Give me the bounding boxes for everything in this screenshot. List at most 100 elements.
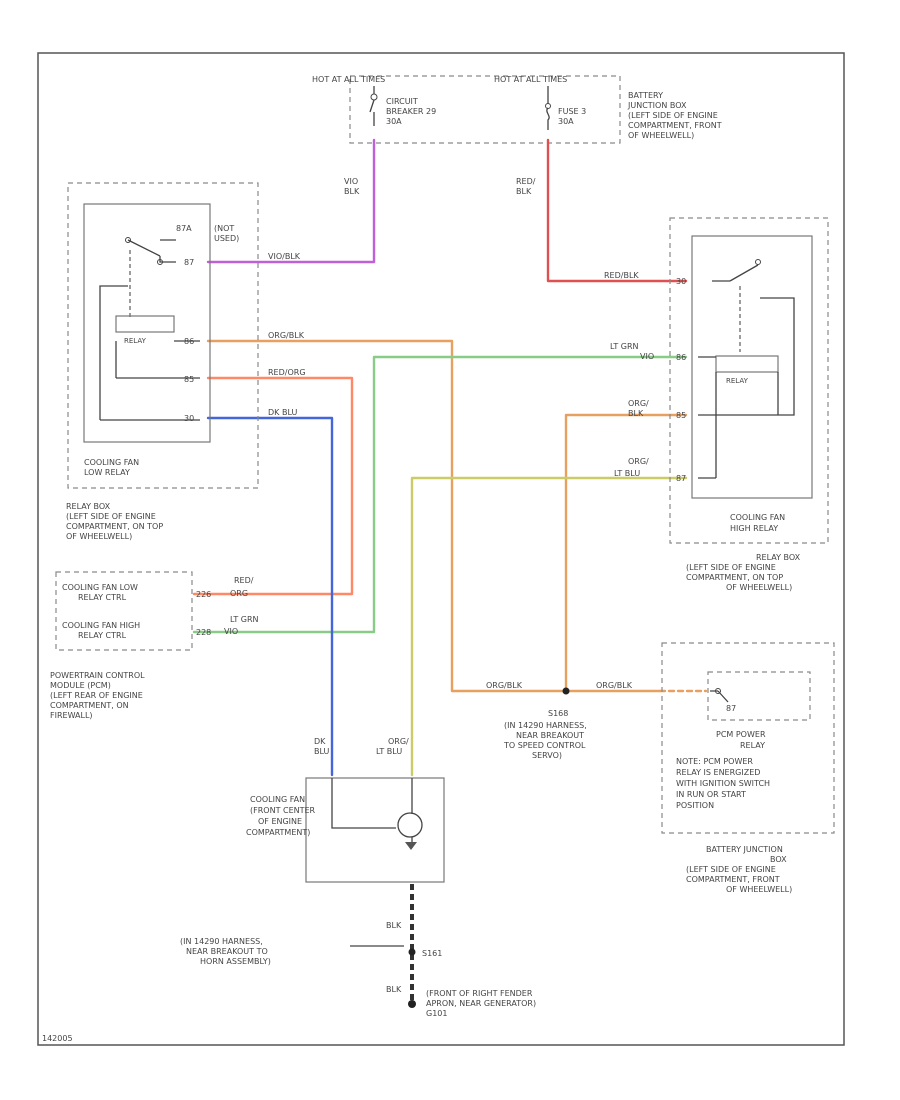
label-fuse-line2: 30A bbox=[558, 117, 574, 126]
label-splice-s161-line3: HORN ASSEMBLY) bbox=[200, 957, 271, 966]
label-fan-line1: COOLING FAN bbox=[250, 795, 305, 804]
label-pcm-ctrl2-1: COOLING FAN HIGH bbox=[62, 621, 140, 630]
label-low-relay-pins-3: 30 bbox=[184, 414, 194, 423]
wire-org-blk bbox=[206, 339, 568, 693]
label-wires-org-lt-a: ORG/ bbox=[388, 737, 409, 746]
label-pcm-pin1: 226 bbox=[196, 590, 211, 599]
label-wires-lt-grn-b: VIO bbox=[640, 352, 654, 361]
diagram-frame bbox=[37, 52, 845, 1046]
label-wires-splice-org-r: ORG/BLK bbox=[596, 681, 633, 690]
label-high-relay-title-2: HIGH RELAY bbox=[730, 524, 778, 533]
circuit-breaker-29: CIRCUIT BREAKER 29 30A bbox=[369, 86, 436, 126]
splice-s168: S168 (IN 14290 HARNESS, NEAR BREAKOUT TO… bbox=[503, 687, 587, 760]
label-fan-line2: (FRONT CENTER bbox=[250, 806, 316, 815]
label-pcm-power-relay-note-5: POSITION bbox=[676, 801, 714, 810]
label-high-relay-pins-1: 85 bbox=[676, 411, 686, 420]
label-splice-s161-line2: NEAR BREAKOUT TO bbox=[186, 947, 268, 956]
label-circuit-breaker-line1: CIRCUIT bbox=[386, 97, 418, 106]
label-pcm-power-relay-loc-3: (LEFT SIDE OF ENGINE bbox=[686, 865, 776, 874]
label-wires-org-lt-blu-b: LT BLU bbox=[614, 469, 640, 478]
label-high-relay-pins-0: 86 bbox=[676, 353, 686, 362]
label-wires-splice-org-l: ORG/BLK bbox=[486, 681, 523, 690]
label-battery-junction-top-line3: (LEFT SIDE OF ENGINE bbox=[628, 111, 718, 120]
label-wires-red-blk-b: BLK bbox=[516, 187, 532, 196]
label-wires-pcm-grn-a: LT GRN bbox=[230, 615, 259, 624]
label-wires-org-lt-blu-a: ORG/ bbox=[628, 457, 649, 466]
label-high-relay-box-1: RELAY BOX bbox=[756, 553, 801, 562]
label-splice-s161-id: S161 bbox=[422, 949, 442, 958]
wire-org-blk-high bbox=[564, 413, 688, 693]
wire-dk-blu bbox=[206, 416, 334, 777]
label-pcm-power-relay-title-2: RELAY bbox=[740, 741, 765, 750]
hot-at-all-times-left: HOT AT ALL TIMES bbox=[312, 75, 385, 84]
label-pcm-ctrl1-1: COOLING FAN LOW bbox=[62, 583, 138, 592]
label-pcm-power-relay-title-1: PCM POWER bbox=[716, 730, 766, 739]
wire-org-lt-blu bbox=[410, 476, 688, 777]
label-ground-g101-line3: G101 bbox=[426, 1009, 447, 1018]
label-pcm-title-1: POWERTRAIN CONTROL bbox=[50, 671, 145, 680]
splice-s161: S161 (IN 14290 HARNESS, NEAR BREAKOUT TO… bbox=[180, 937, 442, 966]
label-wires-org-b: BLK bbox=[628, 409, 644, 418]
label-ground-g101-line1: (FRONT OF RIGHT FENDER bbox=[426, 989, 533, 998]
label-wires-red-org: RED/ORG bbox=[268, 368, 306, 377]
label-wires-org-blk: ORG/BLK bbox=[268, 331, 305, 340]
svg-text:RELAY: RELAY bbox=[124, 337, 147, 345]
hot-at-all-times-right: HOT AT ALL TIMES bbox=[494, 75, 567, 84]
cooling-fan-high-relay: RELAY 86 85 87 30 COOLING FAN HIGH RELAY… bbox=[669, 217, 829, 592]
label-battery-junction-top-line2: JUNCTION BOX bbox=[627, 101, 687, 110]
label-splice-s168-line1: (IN 14290 HARNESS, bbox=[504, 721, 587, 730]
label-battery-junction-top-line4: COMPARTMENT, FRONT bbox=[628, 121, 722, 130]
wire-lt-grn-vio bbox=[192, 355, 688, 634]
label-pcm-pin2: 228 bbox=[196, 628, 211, 637]
cooling-fan-low-relay: 87A (NOT USED) RELAY 87 86 85 30 COOLING… bbox=[66, 182, 259, 541]
label-low-relay-title-1: COOLING FAN bbox=[84, 458, 139, 467]
powertrain-control-module: COOLING FAN LOW RELAY CTRL 226 COOLING F… bbox=[50, 571, 211, 720]
label-low-relay-box-3: COMPARTMENT, ON TOP bbox=[66, 522, 163, 531]
wire-vio-blk bbox=[206, 138, 376, 264]
label-fuse-line1: FUSE 3 bbox=[558, 107, 586, 116]
label-pcm-power-relay-note-3: WITH IGNITION SWITCH bbox=[676, 779, 770, 788]
label-low-relay-not-used-1: (NOT bbox=[214, 224, 234, 233]
label-wires-pcm-grn-b: VIO bbox=[224, 627, 238, 636]
label-pcm-power-relay-note-1: NOTE: PCM POWER bbox=[676, 757, 753, 766]
label-battery-junction-top-line1: BATTERY bbox=[628, 91, 663, 100]
wire-red-blk bbox=[546, 138, 688, 283]
label-wires-red-blk-a: RED/ bbox=[516, 177, 536, 186]
label-pcm-title-2: MODULE (PCM) bbox=[50, 681, 111, 690]
label-high-relay-box-4: OF WHEELWELL) bbox=[726, 583, 792, 592]
cooling-fan-motor: COOLING FAN (FRONT CENTER OF ENGINE COMP… bbox=[246, 777, 445, 883]
label-wires-vio-blk-h: VIO/BLK bbox=[268, 252, 301, 261]
label-wires-blk-1: BLK bbox=[386, 921, 402, 930]
label-pcm-ctrl2-2: RELAY CTRL bbox=[78, 631, 127, 640]
pcm-power-relay: 87 PCM POWER RELAY NOTE: PCM POWER RELAY… bbox=[661, 642, 835, 894]
label-pcm-ctrl1-2: RELAY CTRL bbox=[78, 593, 127, 602]
label-low-relay-box-2: (LEFT SIDE OF ENGINE bbox=[66, 512, 156, 521]
label-low-relay-pins-1: 86 bbox=[184, 337, 194, 346]
label-ground-g101-line2: APRON, NEAR GENERATOR) bbox=[426, 999, 536, 1008]
label-splice-s161-line1: (IN 14290 HARNESS, bbox=[180, 937, 263, 946]
label-pcm-power-relay-note-4: IN RUN OR START bbox=[676, 790, 746, 799]
label-pcm-title-3: (LEFT REAR OF ENGINE bbox=[50, 691, 143, 700]
label-wires-dk-b: BLU bbox=[314, 747, 330, 756]
label-circuit-breaker-line3: 30A bbox=[386, 117, 402, 126]
label-wires-dk-a: DK bbox=[314, 737, 326, 746]
label-splice-s168-id: S168 bbox=[548, 709, 568, 718]
label-wires-pcm-red-a: RED/ bbox=[234, 576, 254, 585]
label-high-relay-pins-2: 87 bbox=[676, 474, 686, 483]
label-high-relay-pins-3: 30 bbox=[676, 277, 686, 286]
label-high-relay-box-3: COMPARTMENT, ON TOP bbox=[686, 573, 783, 582]
label-wires-vio-blk-a: VIO bbox=[344, 177, 358, 186]
label-fan-line4: COMPARTMENT) bbox=[246, 828, 310, 837]
label-low-relay-pins-0: 87 bbox=[184, 258, 194, 267]
fuse-3: FUSE 3 30A bbox=[545, 86, 586, 130]
label-wires-org-lt-b: LT BLU bbox=[376, 747, 402, 756]
label-high-relay-box-2: (LEFT SIDE OF ENGINE bbox=[686, 563, 776, 572]
label-pcm-power-relay-pin: 87 bbox=[726, 704, 736, 713]
label-circuit-breaker-line2: BREAKER 29 bbox=[386, 107, 436, 116]
label-splice-s168-line3: TO SPEED CONTROL bbox=[503, 741, 586, 750]
label-pcm-power-relay-loc-1: BATTERY JUNCTION bbox=[706, 845, 783, 854]
label-pcm-title-4: COMPARTMENT, ON bbox=[50, 701, 129, 710]
ground-g101: (FRONT OF RIGHT FENDER APRON, NEAR GENER… bbox=[408, 989, 536, 1018]
svg-text:RELAY: RELAY bbox=[726, 377, 749, 385]
label-high-relay-title-1: COOLING FAN bbox=[730, 513, 785, 522]
